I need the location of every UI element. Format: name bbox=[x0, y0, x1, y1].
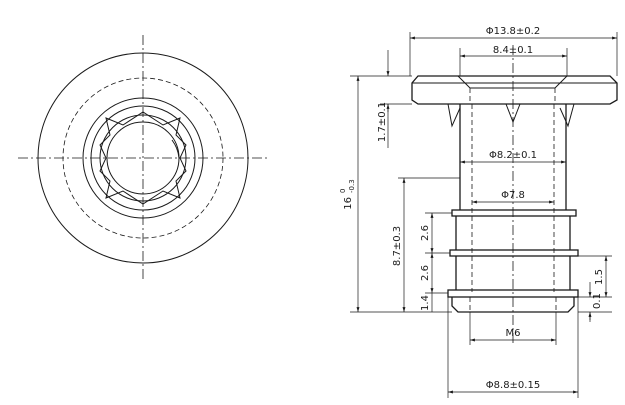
dim-rib-pitch-lower: 2.6 bbox=[420, 265, 431, 281]
dim-bottom-offset: 1.4 bbox=[420, 295, 431, 311]
tooth-center bbox=[505, 103, 521, 124]
dim-head-inner-diameter: 8.4±0.1 bbox=[493, 45, 533, 56]
dim-overall-length-upper-tol: 0 bbox=[339, 189, 347, 193]
rib-3 bbox=[447, 289, 579, 298]
teeth-outline bbox=[99, 111, 187, 205]
tooth-right bbox=[559, 103, 575, 128]
dim-rib-height: 1.5 bbox=[594, 269, 605, 285]
side-view bbox=[411, 45, 618, 345]
dim-rib-pitch-upper: 2.6 bbox=[420, 225, 431, 241]
dim-rib-step: 0.1 bbox=[592, 293, 603, 309]
body-bottom bbox=[451, 297, 575, 313]
thread-outer-circle bbox=[99, 114, 187, 202]
rib-2 bbox=[449, 249, 579, 257]
dim-ribbed-length: 8.7±0.3 bbox=[392, 226, 403, 266]
dim-overall-length-lower-tol: -0.3 bbox=[348, 179, 356, 193]
dim-flange-thickness: 1.7±0.1 bbox=[377, 102, 388, 142]
body-outer-circle bbox=[82, 97, 204, 219]
thread-arc bbox=[171, 139, 180, 159]
flange-outer-circle bbox=[37, 52, 249, 264]
rib-1 bbox=[451, 209, 577, 217]
head-recess bbox=[457, 75, 568, 89]
dim-outer-flange-diameter: Φ13.8±0.2 bbox=[486, 26, 540, 37]
dimensions: Φ13.8±0.2 8.4±0.1 Φ8.2±0.1 Φ7.8 M6 Φ8.8±… bbox=[339, 26, 618, 398]
dim-bottom-diameter: Φ8.8±0.15 bbox=[486, 380, 540, 391]
flange-head bbox=[411, 75, 618, 105]
body-inner-circle bbox=[90, 105, 196, 211]
top-view bbox=[18, 35, 270, 282]
dim-overall-length: 16 bbox=[343, 197, 354, 210]
dim-body-diameter: Φ8.2±0.1 bbox=[489, 150, 537, 161]
dim-thread: M6 bbox=[506, 328, 521, 339]
hidden-circle bbox=[62, 77, 224, 239]
dim-bore-diameter: Φ7.8 bbox=[501, 190, 525, 201]
tooth-left bbox=[447, 103, 461, 128]
